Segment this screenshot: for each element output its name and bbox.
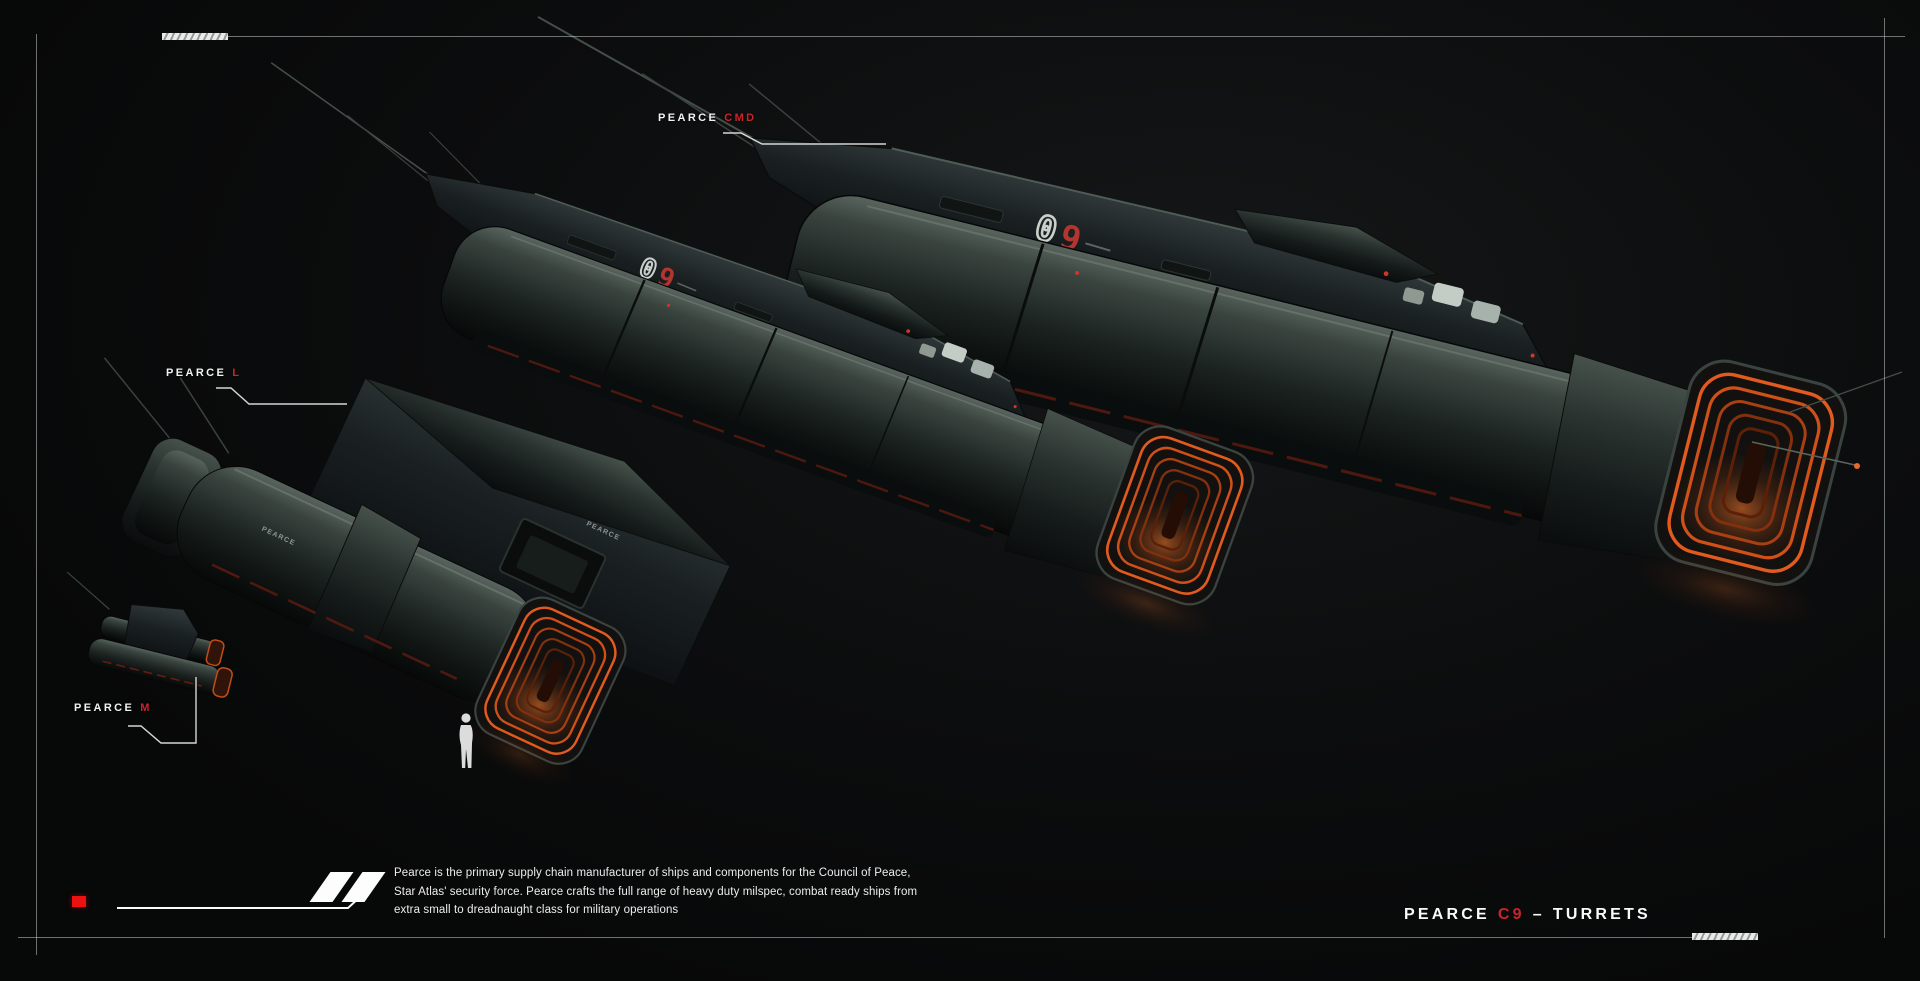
title-dash: – [1532,906,1545,923]
description-line: Star Atlas' security force. Pearce craft… [394,885,918,898]
frame-left-line [36,34,37,955]
title-type: TURRETS [1552,906,1651,923]
label-code: CMD [724,112,757,124]
frame-bottom-accent-bar [1692,933,1758,940]
frame-top-line [228,36,1905,37]
title-brand: PEARCE [1404,906,1490,923]
description-line: Pearce is the primary supply chain manuf… [394,867,911,879]
label-brand: PEARCE [658,112,719,124]
label-pearce-m: PEARCE M [74,702,152,714]
frame-bottom-line [18,937,1692,938]
cmd-antenna [1751,371,1903,469]
turret-mount: PEARCE PEARCE [103,357,731,787]
frame-top-accent-bar [162,33,228,40]
red-square-marker [72,896,86,907]
description-line: extra small to dreadnaught class for mil… [394,904,679,916]
title-code: C9 [1497,906,1525,923]
label-code: L [232,367,242,379]
label-brand: PEARCE [74,702,135,714]
label-pearce-l: PEARCE L [166,367,241,379]
label-pearce-cmd: PEARCE CMD [658,112,757,124]
turret-m [66,571,233,698]
callout-cmd-line [723,132,886,145]
antenna-tip-light [1854,463,1860,469]
human-scale-figure [459,713,473,768]
callout-l-line [216,387,347,405]
label-brand: PEARCE [166,367,227,379]
ship-description: Pearce is the primary supply chain manuf… [394,864,917,920]
frame-right-line [1884,18,1885,938]
label-code: M [140,702,152,714]
sheet-title: PEARCE C9–TURRETS [1404,906,1651,924]
callout-m-line [128,677,197,744]
